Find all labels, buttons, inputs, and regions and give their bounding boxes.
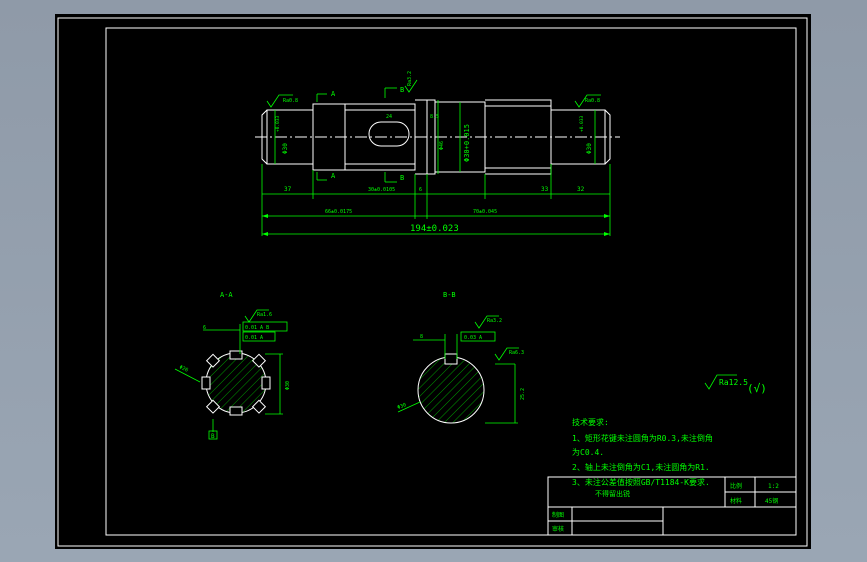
sec-a-hatch-label: Φ26: [178, 364, 189, 373]
sec-a-left-dim: 6: [203, 325, 206, 331]
section-b-view: [397, 315, 519, 424]
material-value: 45钢: [765, 497, 778, 505]
outer-frame: [57, 17, 808, 547]
dim-8-5: 8.5: [430, 114, 439, 120]
material-label: 材料: [730, 497, 742, 505]
sec-a-rough: Ra1.6: [257, 312, 272, 318]
sec-b-key-dim: 8: [420, 334, 423, 340]
sec-a-diameter: Φ30: [285, 381, 291, 390]
sec-a-datum: B: [211, 433, 215, 440]
dia-right: Φ30: [586, 143, 593, 154]
dim-70: 70±0.045: [473, 209, 497, 215]
dia-left: Φ30: [282, 143, 289, 154]
dia-left-tol: +0.033: [275, 115, 281, 132]
review-label: 审核: [552, 525, 564, 533]
marker-b-top: B: [400, 86, 404, 94]
scale-label: 比例: [730, 482, 742, 490]
sec-b-tol: 0.03 A: [464, 335, 482, 341]
rough-right: Ra0.8: [585, 98, 600, 104]
rough-top: Ra3.2: [407, 71, 413, 86]
marker-b-bottom: B: [400, 174, 404, 182]
sec-b-hatch-label: Φ30: [397, 402, 408, 411]
dim-6: 6: [419, 187, 422, 193]
keyway: [368, 121, 410, 147]
marker-a-top: A: [331, 90, 336, 98]
rough-left: Ra0.8: [283, 98, 298, 104]
general-roughness-paren: (√): [747, 382, 767, 395]
sec-a-tol1: 0.01 A B: [245, 325, 269, 331]
sec-a-tol2: 0.01 A: [245, 335, 263, 341]
dim-37: 37: [284, 186, 292, 193]
title-block: [547, 476, 797, 536]
draw-label: 制图: [552, 511, 564, 519]
main-dimensions: [261, 79, 611, 236]
dia-right-tol: +0.033: [579, 115, 585, 132]
dim-66: 66±0.0175: [325, 209, 352, 215]
section-a-view: [174, 309, 288, 440]
inner-frame: [105, 27, 797, 536]
dia-mid: Φ30+0.015: [463, 124, 471, 162]
notes-line4: 3、未注公差值按照GB/T1184-K要求.: [572, 477, 710, 487]
notes-heading: 技术要求:: [572, 417, 609, 427]
dim-32: 32: [577, 186, 585, 193]
dim-33: 33: [541, 186, 549, 193]
cad-viewport[interactable]: 37 30±0.0105 6 33 32 66±0.0175 70±0.045 …: [55, 14, 811, 549]
notes-line5: 不得留出锐: [595, 489, 630, 498]
dim-30-tol: 30±0.0105: [368, 187, 395, 193]
dia-collar: Φ46: [439, 141, 445, 150]
dim-total: 194±0.023: [410, 224, 459, 234]
scale-value: 1:2: [768, 483, 779, 490]
notes-line3: 2、轴上未注倒角为C1,未注圆角为R1.: [572, 462, 710, 472]
sec-b-rough: Ra3.2: [487, 318, 502, 324]
marker-a-bottom: A: [331, 172, 336, 180]
shaft-drawing: 37 30±0.0105 6 33 32 66±0.0175 70±0.045 …: [57, 17, 808, 547]
notes-line2: 为C0.4.: [572, 447, 604, 457]
sec-b-title: B-B: [443, 291, 456, 299]
general-roughness-symbol: [704, 374, 737, 390]
shaft-main-view: [255, 99, 620, 175]
notes-line1: 1、矩形花键未注圆角为R0.3,未注倒角: [572, 433, 713, 443]
sec-a-title: A-A: [220, 291, 233, 299]
general-roughness: Ra12.5: [719, 378, 748, 387]
sec-b-depth: 25.2: [520, 388, 526, 400]
sec-b-side-rough: Ra6.3: [509, 350, 524, 356]
dim-24: 24: [386, 114, 392, 120]
technical-notes: 技术要求: 1、矩形花键未注圆角为R0.3,未注倒角 为C0.4. 2、轴上未注…: [572, 417, 713, 498]
